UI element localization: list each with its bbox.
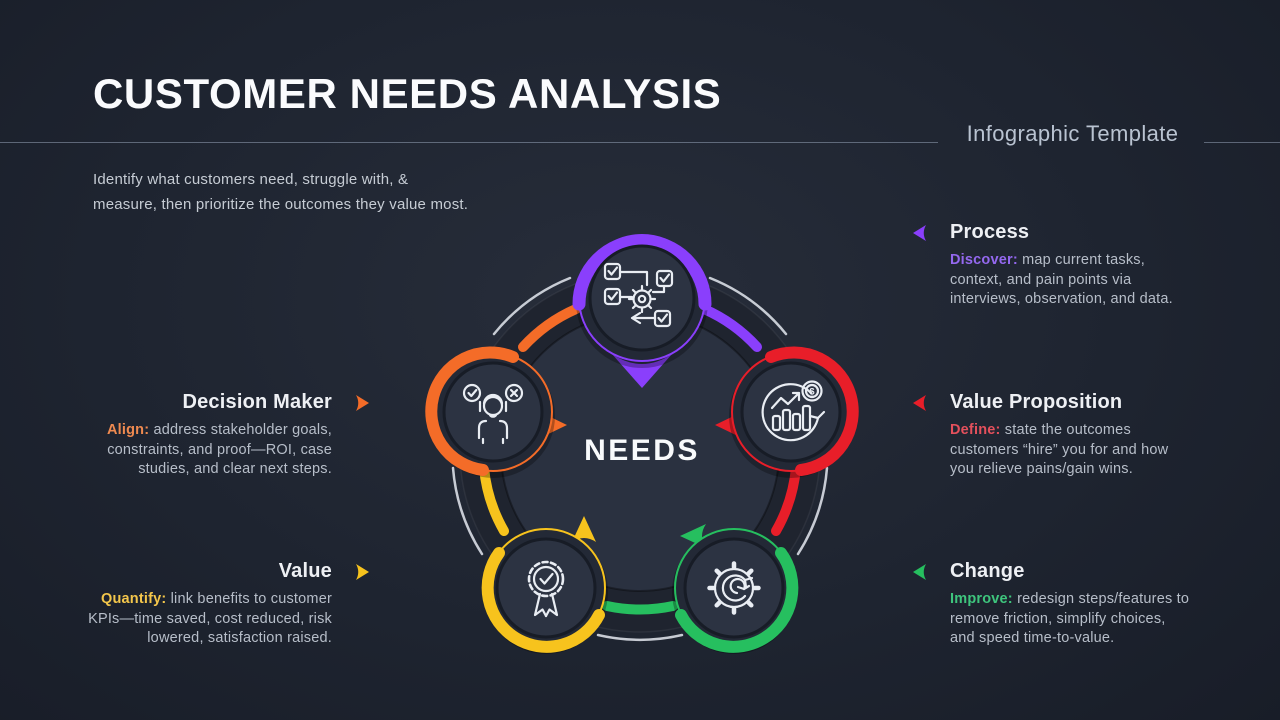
section-title: Change xyxy=(950,560,1025,582)
center-label: NEEDS xyxy=(584,434,700,467)
arrow-right-icon xyxy=(352,562,372,582)
section-value-proposition: Value Proposition Define: state the outc… xyxy=(913,391,1190,480)
section-process: Process Discover: map current tasks, con… xyxy=(913,221,1190,310)
diagram-node-decision-maker xyxy=(425,346,555,478)
diagram-node-change xyxy=(672,528,799,654)
section-description: Discover: map current tasks, context, an… xyxy=(950,252,1173,307)
connector-arcs xyxy=(479,304,801,615)
section-title: Value xyxy=(278,560,332,582)
arrow-right-icon xyxy=(352,393,372,413)
outer-ring-arcs xyxy=(451,276,829,642)
arrow-left-icon xyxy=(910,393,930,413)
needs-cycle-diagram: $ xyxy=(425,234,859,654)
subtitle: Infographic Template xyxy=(966,121,1179,146)
diagram-node-value-proposition: $ xyxy=(729,346,859,478)
change-gear-icon xyxy=(707,561,761,615)
section-description: Define: state the outcomes customers “hi… xyxy=(950,422,1169,477)
section-title: Decision Maker xyxy=(182,391,332,413)
diagram-node-value xyxy=(481,528,608,654)
medal-check-icon xyxy=(527,560,565,618)
arrow-left-icon xyxy=(910,562,930,582)
page-title: CUSTOMER NEEDS ANALYSIS xyxy=(93,70,722,117)
section-description: Improve: redesign steps/features to remo… xyxy=(950,591,1190,646)
intro-text: Identify what customers need, struggle w… xyxy=(93,171,469,213)
dollar-glyph: $ xyxy=(809,387,814,397)
yellow-arrowhead-icon xyxy=(572,516,596,542)
section-description: Align: address stakeholder goals, constr… xyxy=(106,422,332,477)
divider-line xyxy=(0,142,938,143)
section-change: Change Improve: redesign steps/features … xyxy=(913,560,1190,649)
decision-person-icon xyxy=(462,383,524,445)
money-growth-icon: $ xyxy=(761,380,826,442)
diagram-node-process xyxy=(572,234,712,368)
divider-line xyxy=(1204,142,1280,143)
section-description: Quantify: link benefits to customer KPIs… xyxy=(88,591,332,646)
arrow-left-icon xyxy=(910,223,930,243)
section-value: Value Quantify: link benefits to custome… xyxy=(84,560,369,649)
section-title: Process xyxy=(950,221,1030,243)
section-decision-maker: Decision Maker Align: address stakeholde… xyxy=(84,391,369,480)
section-title: Value Proposition xyxy=(950,391,1123,413)
purple-chevron-icon xyxy=(612,354,672,388)
process-flow-icon xyxy=(603,262,674,328)
